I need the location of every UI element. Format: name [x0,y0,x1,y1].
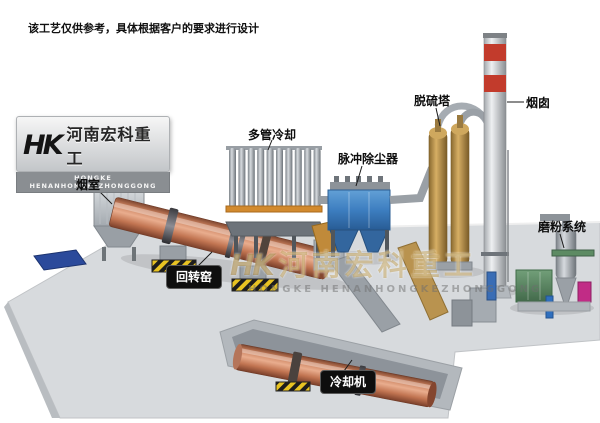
inclined-ducts [329,241,449,333]
watermark-monogram-icon: HK [230,248,275,282]
brand-name-cn: 河南宏科重工 [66,125,152,168]
discharge-units [451,271,497,327]
blue-pad-shape [33,249,87,271]
rotary-kiln-shape [109,197,332,280]
grinding-system-shape [515,214,595,319]
label-grinding-system: 磨粉系统 [538,220,587,234]
label-cooling-machine: 冷却机 [320,370,377,394]
watermark-name-cn: 河南宏科重工 [278,248,477,282]
chimney-shape [478,33,512,299]
label-pulse-dust-collector: 脉冲除尘器 [338,152,399,166]
label-desulfurization-tower: 脱硫塔 [414,94,451,108]
label-chimney: 烟囱 [526,96,551,110]
label-multi-tube-cooler: 多管冷却 [248,128,297,142]
brand-logo-box: HK 河南宏科重工 [16,116,170,172]
brand-logo: HK 河南宏科重工 HONGKE HENANHONGKEZHONGGONG [16,116,170,193]
multi-tube-cooler-shape [225,146,337,258]
watermark-en: HONGKE HENANHONGKEZHONGGONG [248,284,543,295]
brand-name-en: HONGKE HENANHONGKEZHONGGONG [16,172,170,193]
pulse-dust-collector-shape [327,166,436,257]
cooling-machine-support [275,381,311,392]
label-smoke-chamber: 烟室 [76,178,101,192]
label-rotary-kiln: 回转窑 [166,265,223,289]
disclaimer-text: 该工艺仅供参考，具体根据客户的要求进行设计 [28,22,259,35]
brand-monogram-icon: HK [23,129,63,161]
